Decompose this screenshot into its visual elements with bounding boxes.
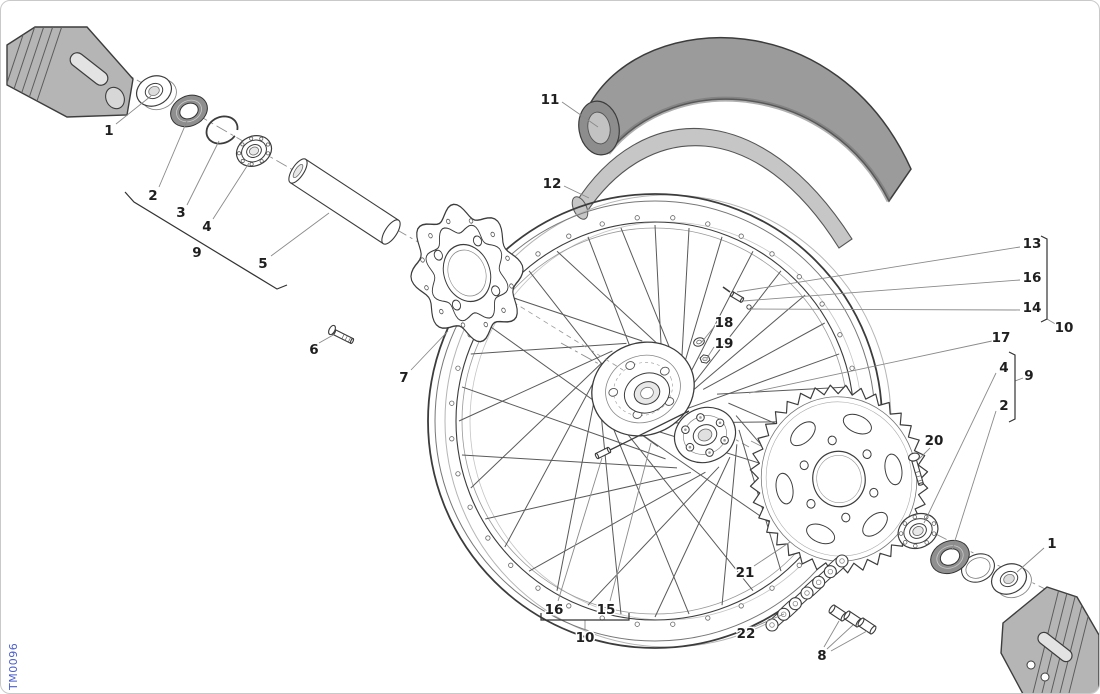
spoke-detail [594,410,690,460]
chain-illustration [765,554,849,632]
part-1-cap-left [135,75,177,111]
part-label-9-18: 9 [1024,368,1033,384]
drawing-code: TM0096 [7,642,20,690]
leader-line [923,372,997,524]
leader-line [561,101,599,128]
leader-line [700,326,715,344]
leader-line [753,541,791,567]
tire-illustration [578,37,912,203]
leader-line [557,457,603,602]
part-label-2-1: 2 [148,188,157,204]
leader-line [917,447,931,461]
part-2-seal-left [170,94,208,128]
part-label-7-7: 7 [399,370,408,386]
group-bracket [1008,351,1016,423]
part-label-12-9: 12 [543,176,562,192]
leader-line [951,410,997,551]
swingarm-bottom-right [1000,586,1099,693]
leader-line [826,624,854,650]
part-label-21-21: 21 [736,565,755,581]
hub-illustration [512,301,737,464]
leader-line [753,613,785,628]
brake-disc-illustration [410,203,524,343]
part-label-2-19: 2 [999,398,1008,414]
part-label-9-4: 9 [192,245,201,261]
part-label-11-8: 11 [541,92,560,108]
part-label-4-17: 4 [999,360,1008,376]
part-label-14-12: 14 [1023,300,1042,316]
part-20-bolt [908,452,924,486]
leader-line [742,279,1021,302]
group-bracket [540,613,630,621]
group-bracket [1040,235,1048,323]
part-label-10-13: 10 [1055,320,1074,336]
part-label-20-20: 20 [925,433,944,449]
sprocket-illustration [749,384,929,574]
part-label-10-27: 10 [576,630,595,646]
leader-line [750,308,1021,311]
leader-line [748,340,993,394]
leader-line [212,162,250,220]
cush-drive-parts [828,604,877,635]
leader-line [609,442,652,602]
leader-line [158,120,188,188]
part-3-circlip [205,115,239,145]
leader-line [830,630,868,652]
part-label-16-25: 16 [545,602,564,618]
leader-line [563,185,590,199]
part-label-16-11: 16 [1023,270,1042,286]
part-label-3-2: 3 [176,205,185,221]
part-label-1-22: 1 [1047,536,1056,552]
part-label-22-23: 22 [737,626,756,642]
leader-line [115,95,152,125]
leader-line [736,246,1021,293]
right-bearing-stack [897,512,1032,599]
part-label-6-6: 6 [309,342,318,358]
leader-line [270,212,330,257]
part-label-5-5: 5 [258,256,267,272]
part-label-19-15: 19 [715,336,734,352]
leader-line [186,140,220,206]
leader-line [1014,377,1024,382]
leader-line [823,620,840,648]
part-label-8-24: 8 [817,648,826,664]
part-label-17-16: 17 [992,330,1011,346]
group-bracket [124,191,288,290]
swingarm-top-left [6,26,134,118]
part-label-13-10: 13 [1023,236,1042,252]
part-label-1-0: 1 [104,123,113,139]
leader-line [318,333,336,344]
leader-line [1016,547,1045,573]
nipple-detail [722,286,752,310]
leader-line [706,346,715,359]
axle-illustration [288,158,401,245]
part-label-15-26: 15 [597,602,616,618]
part-label-4-3: 4 [202,219,211,235]
part-4-bearing-left [235,135,273,167]
part-label-18-14: 18 [715,315,734,331]
leader-line [410,330,449,371]
leader-line [1046,318,1058,326]
part-6-bolt [328,324,355,345]
